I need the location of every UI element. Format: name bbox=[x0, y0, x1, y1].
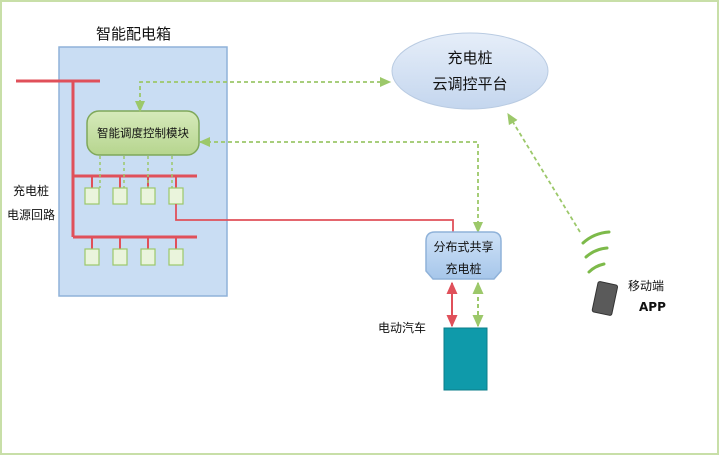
breaker bbox=[112, 248, 128, 266]
power-circuit-label-line2: 电源回路 bbox=[7, 208, 56, 222]
breaker bbox=[84, 187, 100, 205]
breaker-row-1 bbox=[84, 187, 184, 205]
module-pile-link bbox=[198, 136, 484, 234]
module-cloud-link bbox=[134, 76, 392, 113]
electric-car-label: 电动汽车 bbox=[378, 321, 427, 335]
breaker bbox=[168, 248, 184, 266]
breaker-row-2 bbox=[84, 248, 184, 266]
power-circuit-label-line1: 充电桩 bbox=[13, 184, 50, 198]
shared-pile-box bbox=[425, 231, 502, 280]
mobile-phone-icon bbox=[591, 281, 619, 316]
module-to-breaker-signals bbox=[99, 156, 173, 188]
breaker bbox=[140, 187, 156, 205]
breaker bbox=[112, 187, 128, 205]
mobile-label-line1: 移动端 bbox=[628, 279, 665, 293]
shared-pile-label-line1: 分布式共享 bbox=[433, 240, 494, 254]
shared-pile-label-line2: 充电桩 bbox=[445, 262, 482, 276]
mobile-label-line2: APP bbox=[639, 300, 666, 314]
breaker-pile-power-line bbox=[175, 204, 454, 232]
wireless-signal-icon bbox=[581, 230, 611, 274]
cabinet-title: 智能配电箱 bbox=[96, 25, 172, 43]
electric-car-block bbox=[443, 327, 488, 391]
breaker bbox=[168, 187, 184, 205]
cloud-label-line1: 充电桩 bbox=[447, 49, 493, 67]
breaker bbox=[84, 248, 100, 266]
breaker bbox=[140, 248, 156, 266]
cloud-platform-ellipse bbox=[391, 32, 549, 110]
mobile-cloud-link bbox=[507, 112, 581, 233]
cloud-label-line2: 云调控平台 bbox=[432, 75, 508, 93]
control-module-label: 智能调度控制模块 bbox=[97, 126, 189, 140]
